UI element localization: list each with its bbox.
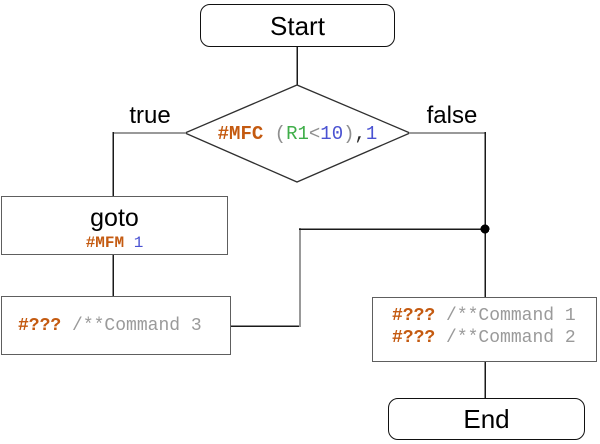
end-node: End [388,398,585,440]
goto-code-line: #MFM 1 [85,234,144,252]
command-3-node: #??? /**Command 3 [1,296,231,355]
goto-title: goto [90,204,139,232]
junction-dot [480,224,490,234]
false-branch-label: false [426,102,478,129]
end-label: End [463,404,510,434]
command-2-code-line: #??? /**Command 2 [392,328,576,348]
goto-node: goto #MFM 1 [1,196,228,255]
true-branch-label: true [129,102,171,129]
decision-condition-text: #MFC (R1<10),1 [217,123,378,145]
command-1-2-node: #??? /**Command 1 #??? /**Command 2 [372,297,597,362]
start-node: Start [200,4,395,47]
start-label: Start [270,10,325,41]
command-1-code-line: #??? /**Command 1 [392,306,576,326]
command-3-code-line: #??? /**Command 3 [18,315,202,336]
